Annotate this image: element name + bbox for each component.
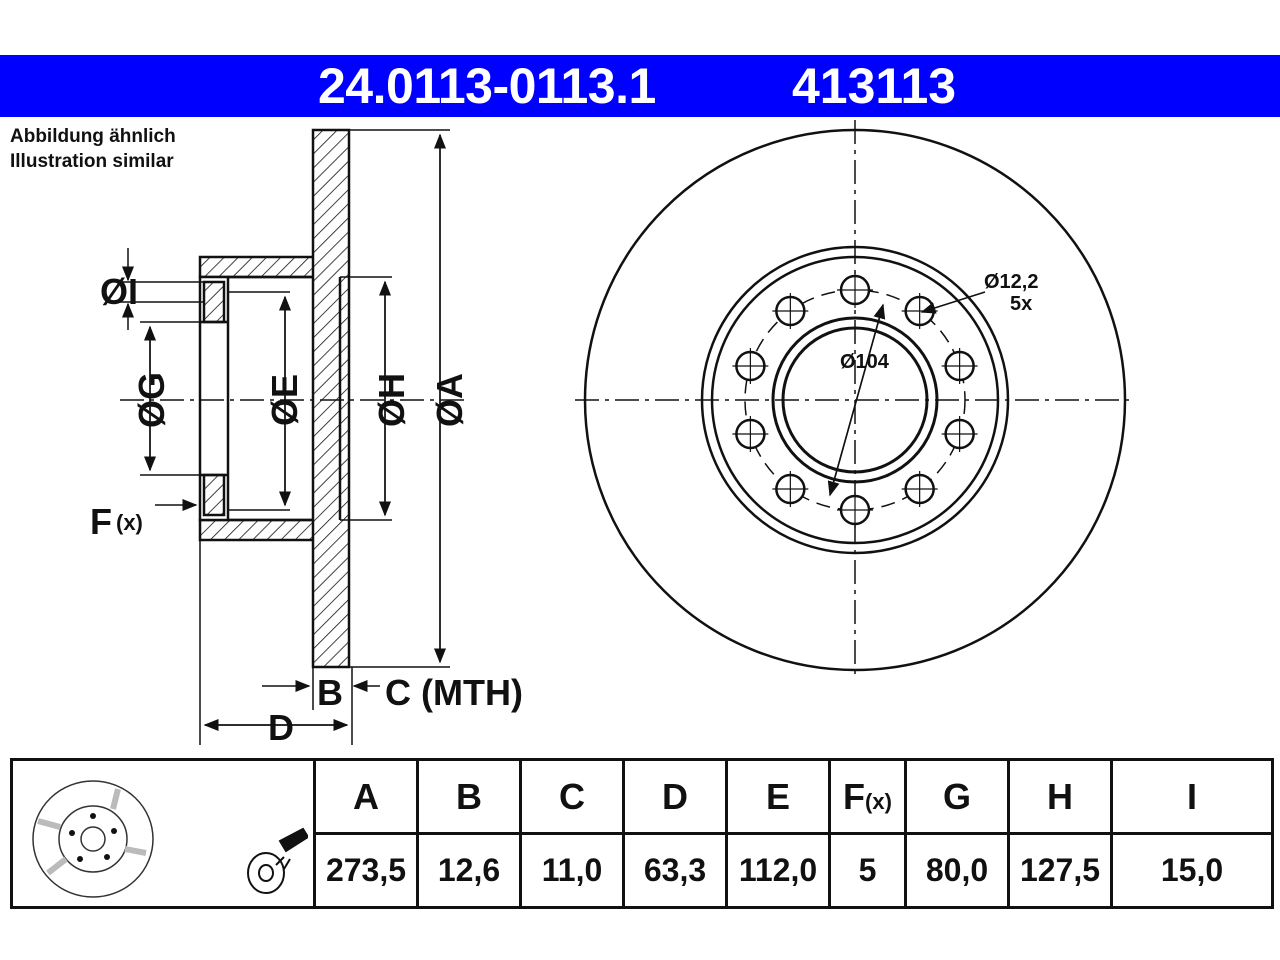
label-diameter-a: ØA [429, 373, 470, 427]
bolt-hole [772, 293, 809, 330]
label-bolt-hole-count: 5x [1010, 293, 1032, 315]
technical-drawing: ØI ØG ØE ØH ØA F (x) B C (MTH) D Ø12,2 5… [90, 120, 1135, 748]
disc-thumbnail [32, 780, 318, 901]
header-i: I [1110, 758, 1274, 835]
note-english: Illustration similar [10, 151, 174, 172]
header-f-sub: (x) [865, 788, 892, 814]
bolt-hole [941, 348, 978, 385]
friction-ring-section [311, 128, 351, 669]
part-number: 24.0113-0113.1 [318, 58, 656, 114]
label-b: B [317, 672, 343, 713]
reference-number: 413113 [792, 58, 957, 114]
disc-front-view [575, 120, 1135, 680]
header-c: C [519, 758, 625, 835]
header-e: E [725, 758, 831, 835]
value-d: 63,3 [622, 832, 728, 909]
value-b: 12,6 [416, 832, 522, 909]
label-d: D [268, 707, 294, 748]
thumbnail-disc-bore [80, 826, 106, 852]
thumbnail-bolt-dots [69, 813, 117, 862]
label-pitch-circle: Ø104 [840, 351, 890, 373]
value-e: 112,0 [725, 832, 831, 909]
bolt-hole [837, 492, 873, 528]
label-f: F [90, 501, 112, 542]
title-banner: 24.0113-0113.1 413113 [0, 55, 1280, 117]
bolt-hole [901, 293, 938, 330]
thumbnail-disc-outer [32, 780, 154, 898]
value-f: 5 [828, 832, 907, 909]
bolt-hole [901, 470, 938, 507]
header-b: B [416, 758, 522, 835]
dimension-table: A B C D E F(x) G H I 273,5 12,6 11,0 63,… [10, 758, 1274, 909]
hat-wall-bottom [198, 518, 313, 542]
value-i: 15,0 [1110, 832, 1274, 909]
value-a: 273,5 [313, 832, 419, 909]
label-c: C (MTH) [385, 672, 523, 713]
label-diameter-e: ØE [264, 374, 305, 426]
value-h: 127,5 [1007, 832, 1113, 909]
value-c: 11,0 [519, 832, 625, 909]
label-diameter-i: ØI [100, 271, 138, 312]
header-h: H [1007, 758, 1113, 835]
cleaning-spray-icon [240, 827, 318, 901]
bolt-hole [772, 470, 809, 507]
label-diameter-g: ØG [131, 372, 172, 428]
header-f-main: F [843, 775, 866, 817]
header-g: G [904, 758, 1010, 835]
bolt-holes [732, 272, 978, 528]
header-f: F(x) [828, 758, 907, 835]
bolt-hole [941, 415, 978, 452]
bolt-hole [732, 415, 769, 452]
label-diameter-h: ØH [371, 373, 412, 427]
header-a: A [313, 758, 419, 835]
hat-wall-top [198, 255, 313, 279]
thumbnail-cell [10, 758, 318, 909]
dimension-lines [120, 129, 450, 745]
note-german: Abbildung ähnlich [10, 126, 176, 147]
bolt-hole [837, 272, 873, 308]
mounting-face-lower [202, 473, 226, 517]
thumbnail-disc-hat [58, 805, 128, 873]
label-bolt-hole-diameter: Ø12,2 [984, 271, 1038, 293]
mounting-face-upper [202, 280, 226, 324]
label-f-sub: (x) [116, 510, 143, 535]
disc-cross-section [198, 128, 351, 669]
header-d: D [622, 758, 728, 835]
bolt-hole [732, 348, 769, 385]
front-leaders [827, 291, 986, 497]
illustration-note: Abbildung ähnlich Illustration similar [10, 124, 176, 174]
value-g: 80,0 [904, 832, 1010, 909]
